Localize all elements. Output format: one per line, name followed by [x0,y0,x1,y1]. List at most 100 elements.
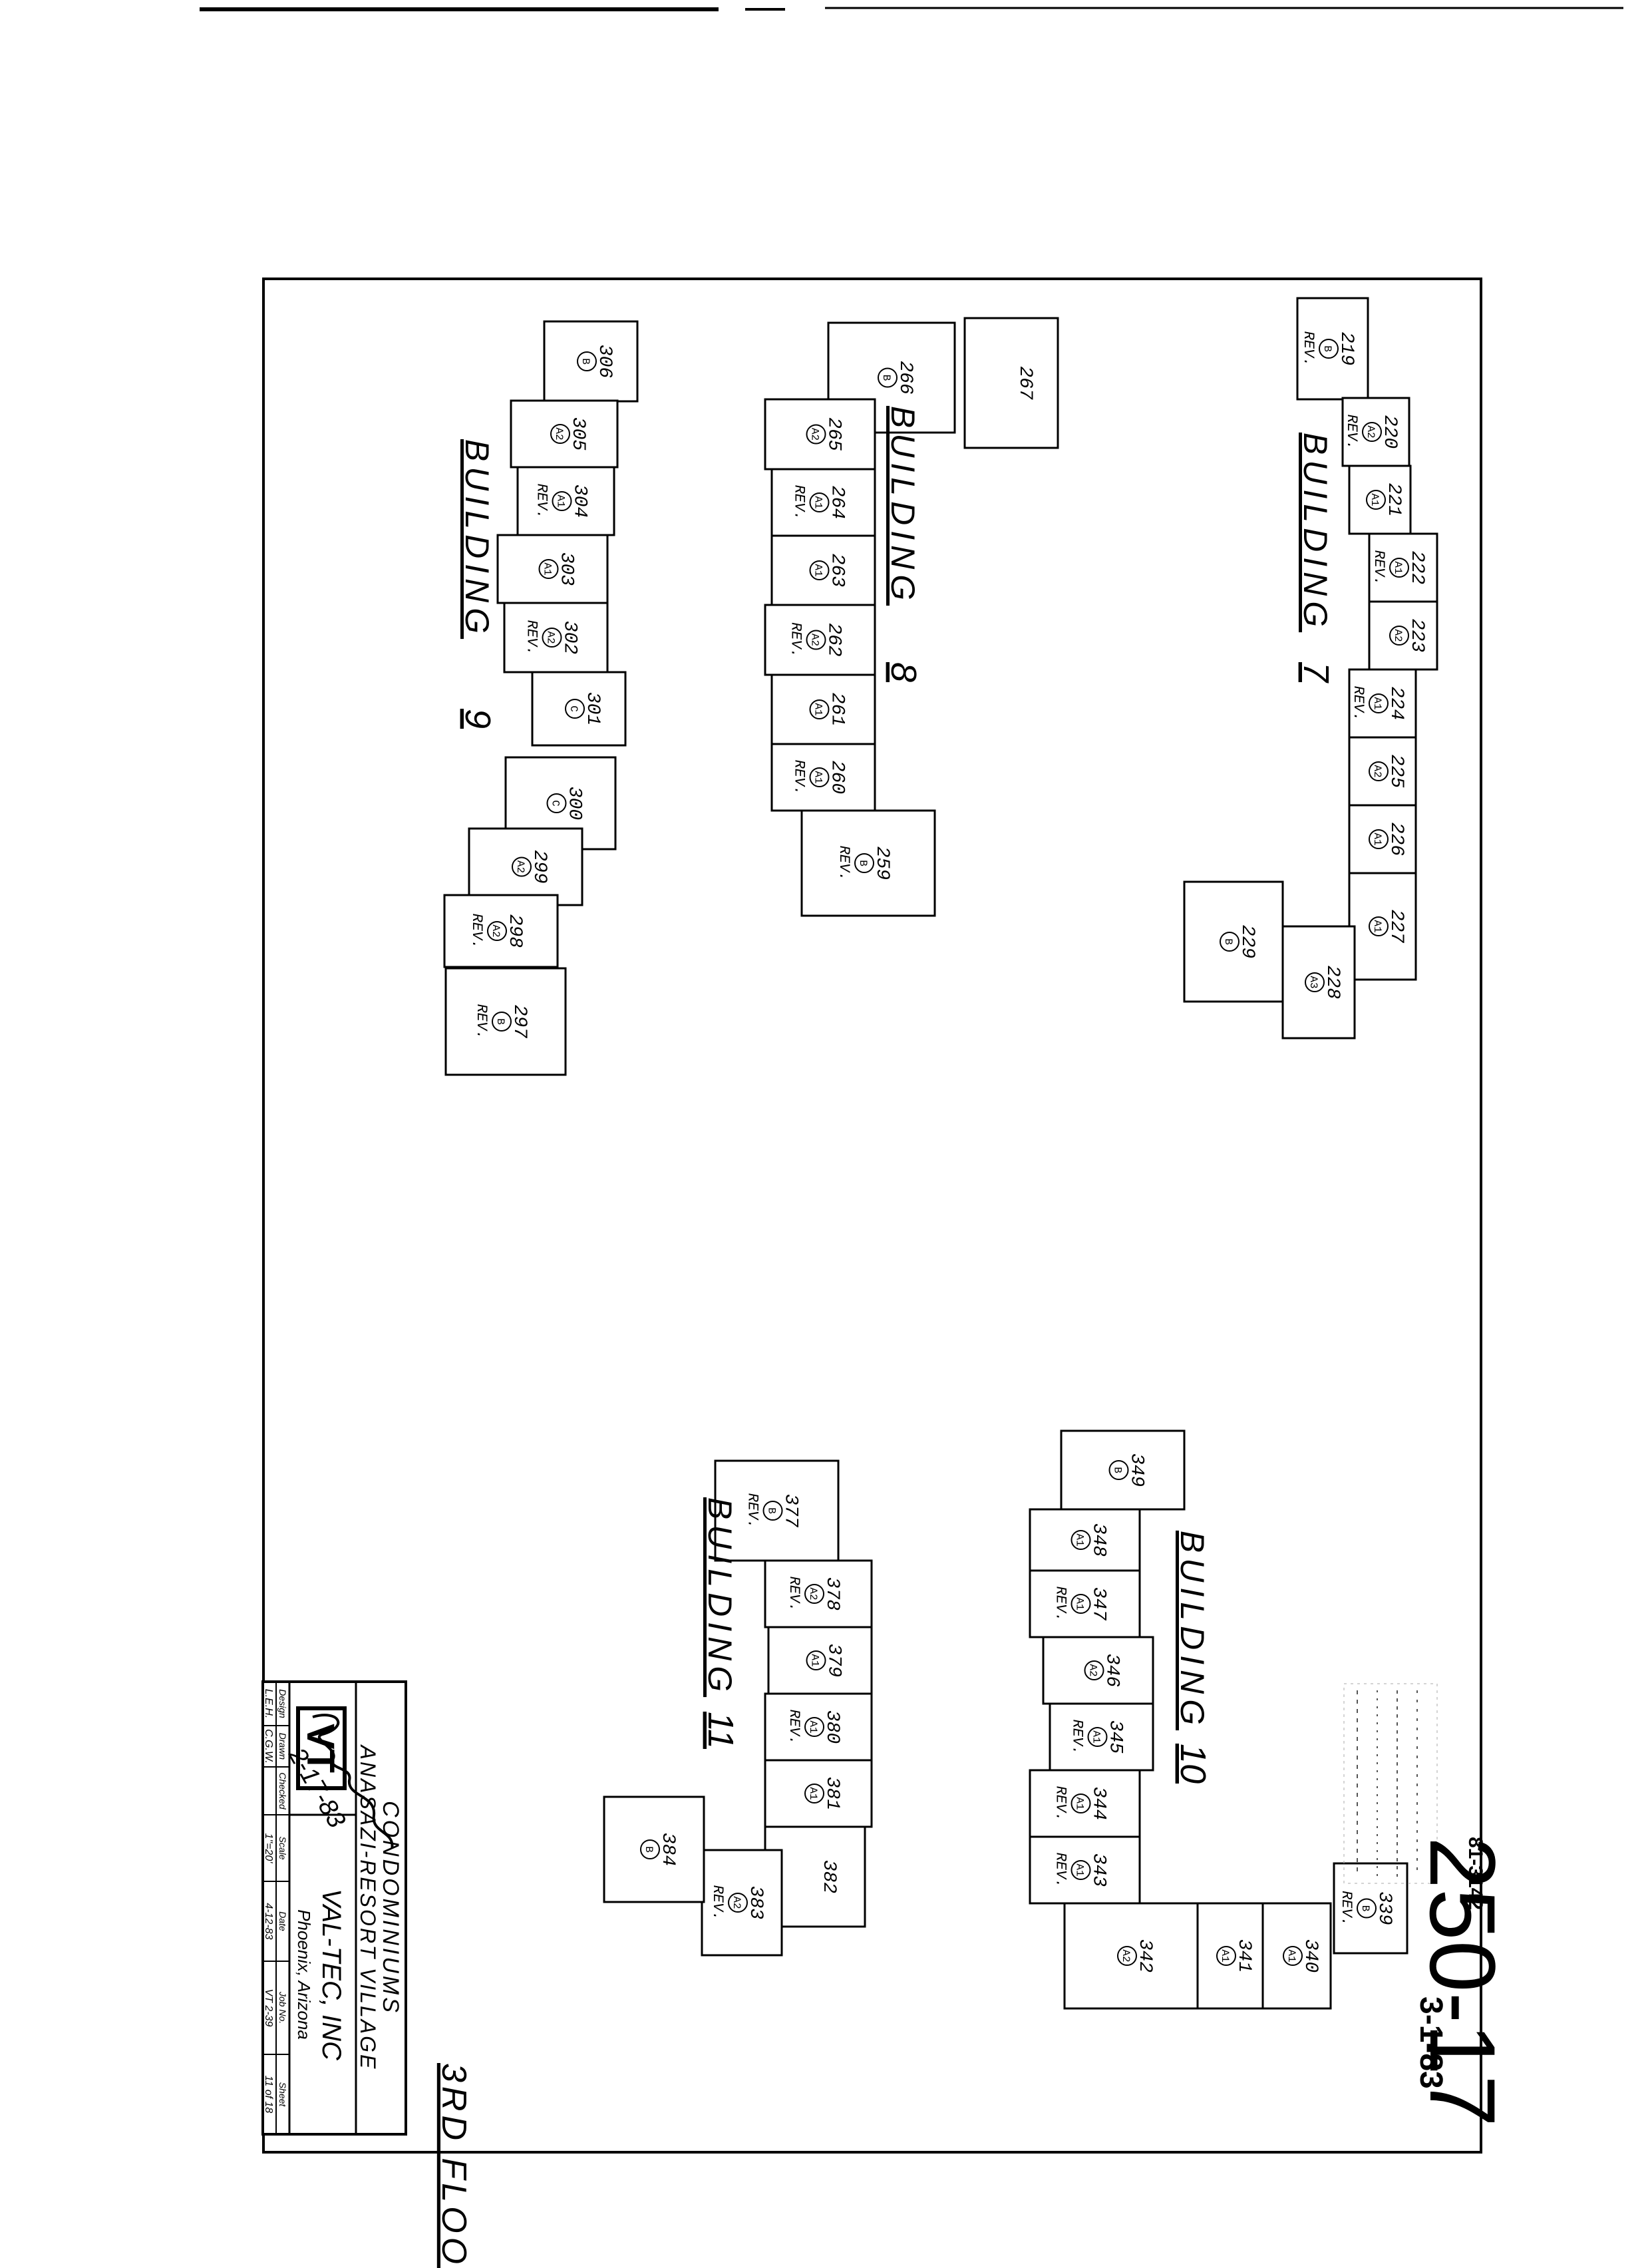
unit-type: A1 [1074,1597,1086,1610]
unit-outline [1348,736,1417,807]
unit-type-ring [1319,339,1339,359]
unit-outline [764,1692,873,1762]
unit-type: A2 [809,634,821,646]
building-number: 11 [701,1712,741,1749]
unit-rev: REV. [524,620,540,656]
unit-outline [1049,1702,1154,1772]
unit-outline [701,1849,783,1957]
unit-type-ring [804,1784,824,1803]
unit-number: 223 [1406,619,1427,652]
unit-type: A1 [812,703,824,715]
unit-type-ring [806,1650,826,1670]
unit-number: 266 [895,361,915,394]
unit-type-ring [804,1717,824,1737]
unit-type: A2 [553,427,565,440]
unit-rev: REV. [473,1004,490,1040]
unit-outline [1183,880,1284,1003]
unit-type: A1 [1371,920,1383,932]
unit-outline [1029,1508,1141,1572]
unit-outline [1348,668,1417,739]
unit-type-ring [640,1839,660,1859]
unit-outline [443,894,559,968]
unit-type-ring [1305,972,1325,992]
unit-type-ring [1366,490,1386,510]
unit-type-ring [1087,1727,1108,1747]
floor-label: 3RD FLOOR [434,2063,473,2268]
unit-number: 384 [657,1833,678,1866]
unit-type: A1 [1285,1949,1297,1962]
signature-mark [312,1714,394,1848]
unit-type: A1 [542,562,554,575]
unit-rev: REV. [1069,1720,1086,1755]
unit-type: C [550,800,562,807]
unit-type: A2 [1087,1664,1099,1676]
unit-type-ring [809,699,830,719]
unit-type: A1 [809,1654,821,1666]
unit-rev: REV. [468,914,485,949]
unit-type: B [1112,1467,1124,1473]
unit-number: 226 [1386,823,1406,856]
project-line1: CONDOMINIUMS [378,1801,403,2015]
unit-type: A2 [731,1896,742,1909]
unit-number: 300 [564,787,585,820]
unit-outline [1063,1902,1199,2010]
unit-number: 227 [1386,910,1406,944]
unit-type-ring [577,351,597,371]
unit-number: 304 [570,484,590,518]
unit-rev: REV. [1053,1853,1069,1888]
unit-type-ring [512,856,532,877]
unit-outline [1060,1429,1186,1511]
unit-number: 339 [1374,1891,1395,1925]
title-block-header: Sheet [277,2082,288,2108]
unit-type-ring [1389,558,1409,578]
unit-type: A2 [1371,765,1383,777]
unit-rev: REV. [788,622,804,658]
unit-type-ring [1071,1594,1091,1614]
unit-type: A2 [1365,425,1377,438]
unit-number: 347 [1088,1587,1109,1621]
unit-267: 267 [963,317,1059,449]
unit-number: 349 [1126,1453,1147,1487]
unit-rev: REV. [709,1885,726,1921]
unit-type-ring [1357,1898,1377,1919]
unit-type-ring [1108,1460,1129,1480]
title-block-header: Job No. [277,1991,288,2024]
unit-number: 224 [1386,687,1406,720]
unit-number: 225 [1386,755,1406,789]
unit-type-ring [1216,1946,1236,1966]
unit-type-ring [806,424,826,445]
unit-type-ring [1369,761,1389,781]
unit-outline [1042,1636,1154,1705]
firm-city: Phoenix, Arizona [294,1909,314,2040]
unit-outline [764,398,876,471]
unit-type-ring [1369,693,1389,713]
title-block-value: L.E.H. [263,1689,274,1718]
title-block-value: 4-12-83 [263,1903,274,1939]
unit-outline [1261,1902,1332,2010]
building-9: 306B305A2304A1REV.303A1302A2REV.301C300C… [443,320,639,1076]
unit-rev: REV. [1300,331,1317,367]
unit-type: A1 [1074,1863,1086,1876]
unit-type: A1 [807,1720,819,1733]
unit-number: 220 [1379,415,1400,449]
unit-outline [531,671,627,747]
unit-type-ring [809,492,830,512]
